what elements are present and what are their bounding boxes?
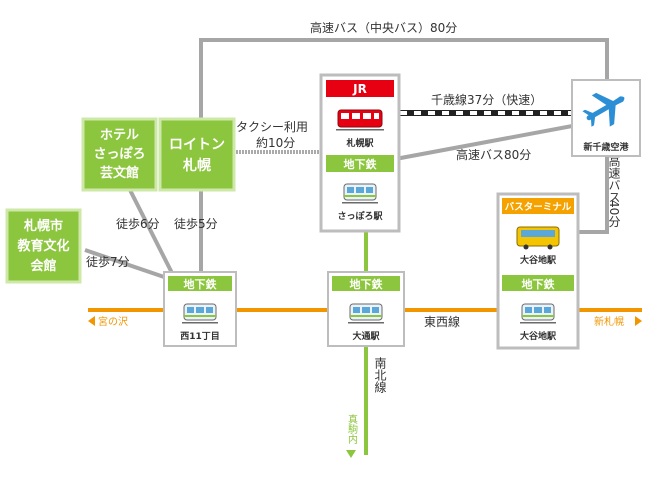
sapporo-station[interactable]: JR 札幌駅 地下鉄 さっぽろ駅	[319, 73, 401, 233]
walk-7-label: 徒歩7分	[86, 254, 130, 269]
sapporo-education-culture-hall[interactable]: 札幌市 教育文化 会館	[5, 208, 82, 284]
edu-name-line-3: 会館	[30, 258, 56, 274]
express-bus-chuo-label: 高速バス（中央バス）80分	[310, 20, 457, 35]
edu-name-line-1: 札幌市	[23, 218, 63, 234]
hotel-name-line-1: ホテル	[100, 128, 139, 143]
taxi-label-2: 約10分	[256, 135, 295, 150]
express-bus-40-route	[568, 150, 609, 234]
express-bus-chuo-route	[199, 38, 609, 119]
walk-6-label: 徒歩6分	[116, 216, 160, 231]
hotel-name-line-3: 芸文館	[100, 165, 139, 181]
express-bus-80-label: 高速バス80分	[456, 147, 531, 162]
nishi11-station-name: 西11丁目	[180, 331, 220, 342]
odori-station[interactable]: 地下鉄 大通駅	[327, 271, 405, 347]
walk-6-route	[128, 189, 174, 274]
sapporo-subway-header: 地下鉄	[344, 157, 378, 171]
oyachi-subway-header: 地下鉄	[522, 277, 556, 291]
oyachi-station[interactable]: バスターミナル 大谷地駅 地下鉄 大谷地駅	[496, 192, 580, 350]
airport-name: 新千歳空港	[583, 141, 629, 153]
hotel-name-line-2: さっぽろ	[93, 146, 145, 162]
jr-header: JR	[352, 82, 367, 96]
loiton-sapporo[interactable]: ロイトン 札幌	[158, 117, 236, 192]
sapporo-subway-station-name: さっぽろ駅	[337, 210, 383, 222]
arrow-west-icon	[88, 316, 95, 326]
walk-7-route	[84, 248, 171, 281]
walk-5-label: 徒歩5分	[174, 216, 218, 231]
express-bus-80-route	[389, 122, 584, 162]
to-miyanosawa-label: 宮の沢	[98, 315, 128, 328]
oyachi-bus-station-name: 大谷地駅	[520, 254, 557, 266]
jr-train-icon	[335, 109, 385, 131]
loiton-name-line-1: ロイトン	[169, 137, 225, 153]
nanboku-line-label: 南北線	[373, 356, 387, 393]
chitose-line	[400, 110, 572, 116]
nishi11-station[interactable]: 地下鉄 西11丁目	[163, 271, 237, 347]
to-makomanai-label: 真駒内	[346, 413, 358, 445]
odori-subway-header: 地下鉄	[350, 277, 384, 291]
bus-terminal-header: バスターミナル	[505, 201, 572, 213]
taxi-label-1: タクシー利用	[236, 120, 308, 134]
hotel-sapporo-geibunkan[interactable]: ホテル さっぽろ 芸文館	[81, 117, 158, 192]
airplane-icon	[582, 92, 625, 127]
bus-icon	[516, 226, 560, 250]
new-chitose-airport[interactable]: 新千歳空港	[571, 79, 641, 157]
express-bus-40-label-1: 高速バス	[607, 154, 621, 203]
odori-station-name: 大通駅	[352, 330, 380, 342]
arrow-east-icon	[635, 316, 642, 326]
chitose-line-label: 千歳線37分（快速）	[431, 92, 542, 107]
oyachi-subway-station-name: 大谷地駅	[520, 330, 557, 342]
loiton-name-line-2: 札幌	[182, 157, 211, 174]
edu-name-line-2: 教育文化	[16, 238, 69, 254]
nishi11-subway-header: 地下鉄	[184, 277, 218, 291]
arrow-south-icon	[346, 450, 356, 458]
to-shinsapporo-label: 新札幌	[594, 315, 624, 328]
sapporo-jr-station-name: 札幌駅	[345, 137, 374, 149]
tozai-line-label: 東西線	[424, 314, 460, 329]
express-bus-40-label-2: 40分	[607, 200, 621, 228]
